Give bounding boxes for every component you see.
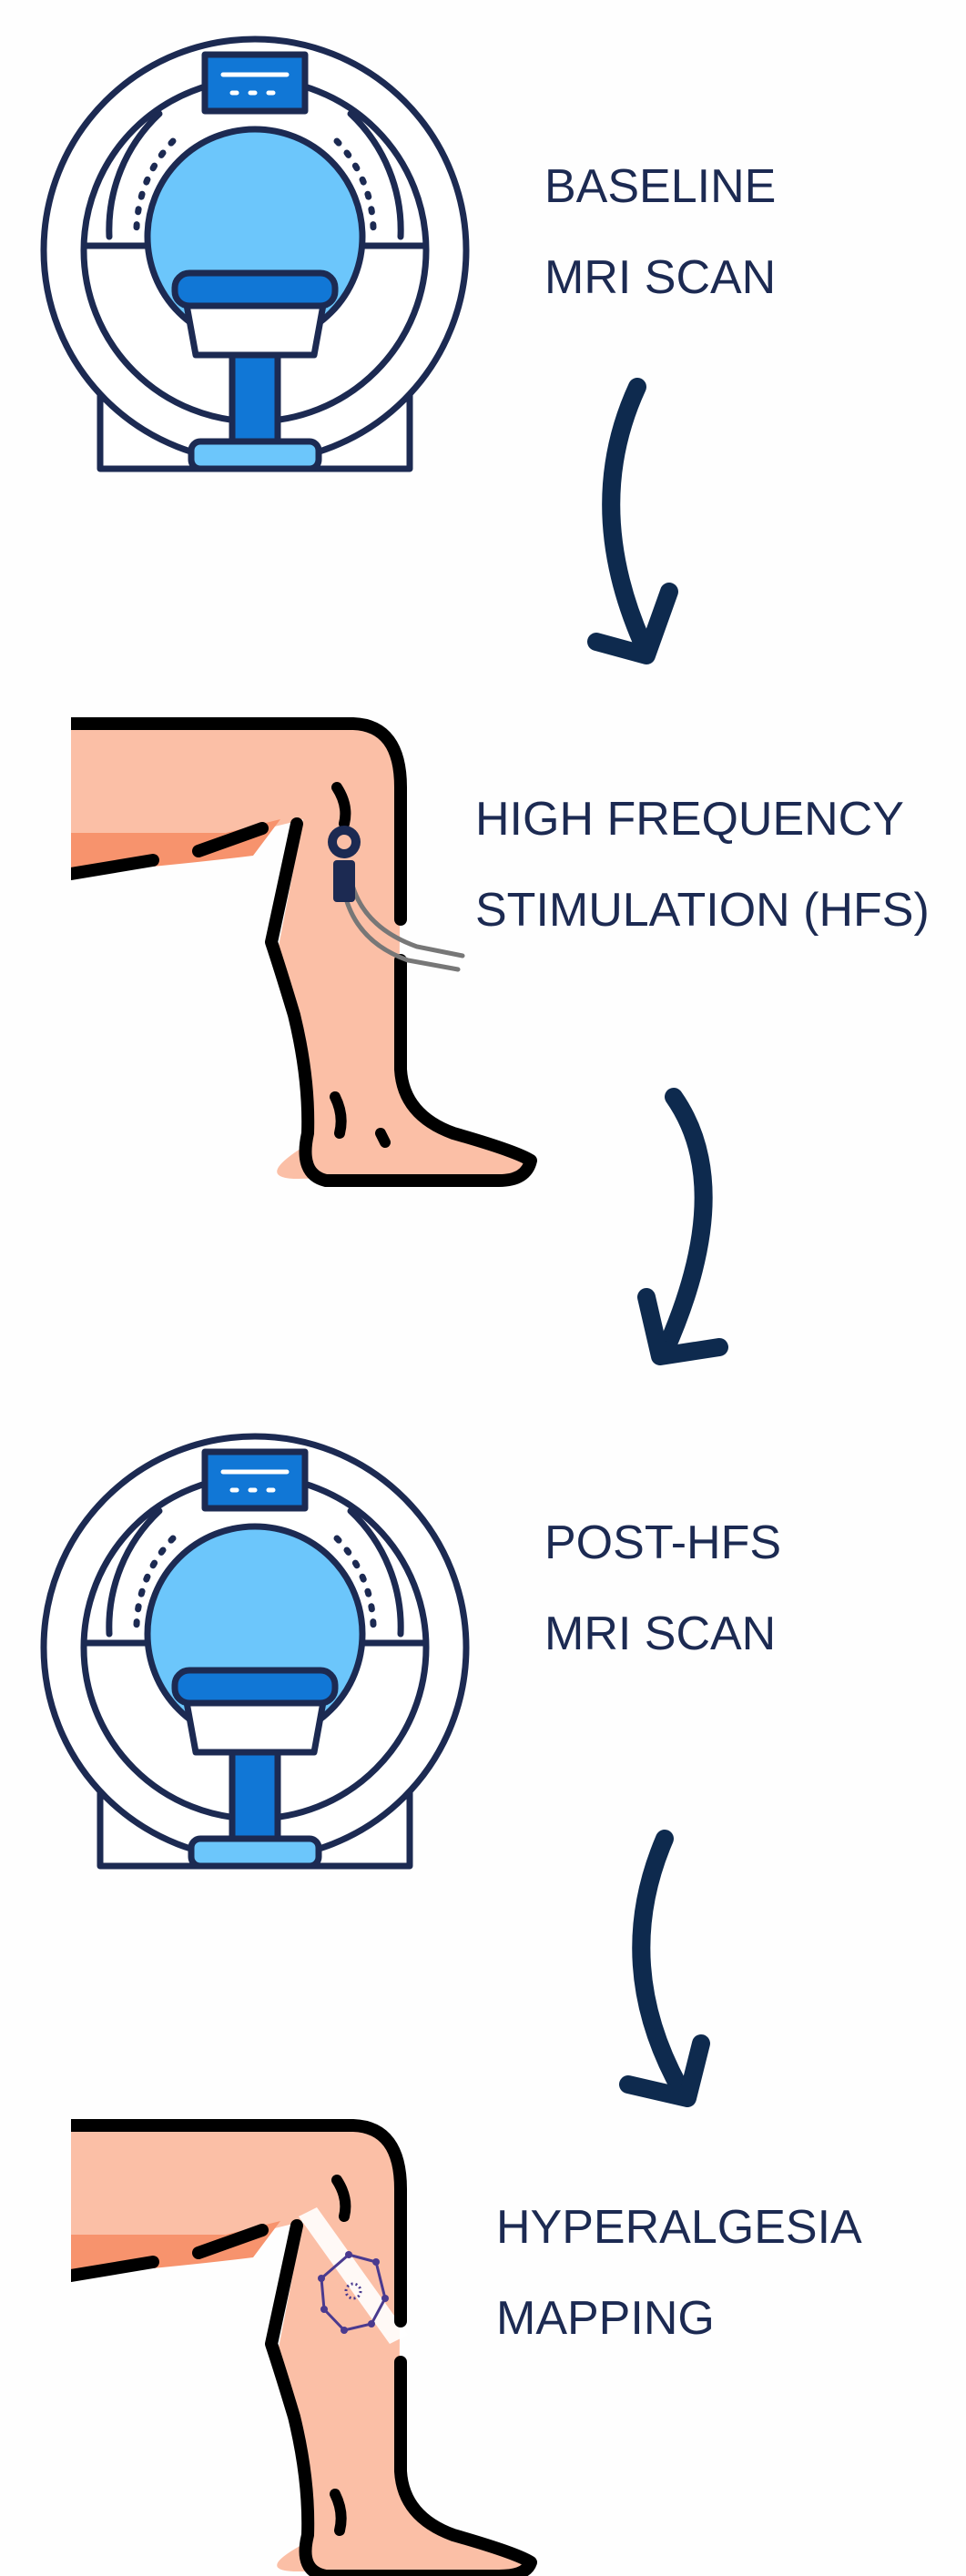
step-label-line2: MRI SCAN: [544, 1588, 781, 1679]
mri-scanner-icon: [36, 1425, 473, 1880]
leg-electrode-icon: [71, 715, 544, 1197]
mri-scanner-icon: [36, 27, 473, 482]
step-label-hfs: HIGH FREQUENCY STIMULATION (HFS): [475, 774, 930, 956]
step-label-post-hfs-mri: POST-HFS MRI SCAN: [544, 1497, 781, 1679]
step-label-line2: STIMULATION (HFS): [475, 865, 930, 956]
down-arrow-icon: [619, 1079, 756, 1388]
step-label-line1: HIGH FREQUENCY: [475, 774, 930, 865]
leg-mapping-icon: [71, 2116, 544, 2576]
step-label-line2: MAPPING: [496, 2273, 862, 2364]
step-label-hyperalgesia-mapping: HYPERALGESIA MAPPING: [496, 2182, 862, 2364]
step-label-line1: HYPERALGESIA: [496, 2182, 862, 2273]
down-arrow-icon: [555, 369, 692, 678]
step-label-line1: BASELINE: [544, 141, 776, 232]
step-label-baseline-mri: BASELINE MRI SCAN: [544, 141, 776, 323]
step-label-line2: MRI SCAN: [544, 232, 776, 323]
down-arrow-icon: [601, 1820, 737, 2130]
step-label-line1: POST-HFS: [544, 1497, 781, 1588]
